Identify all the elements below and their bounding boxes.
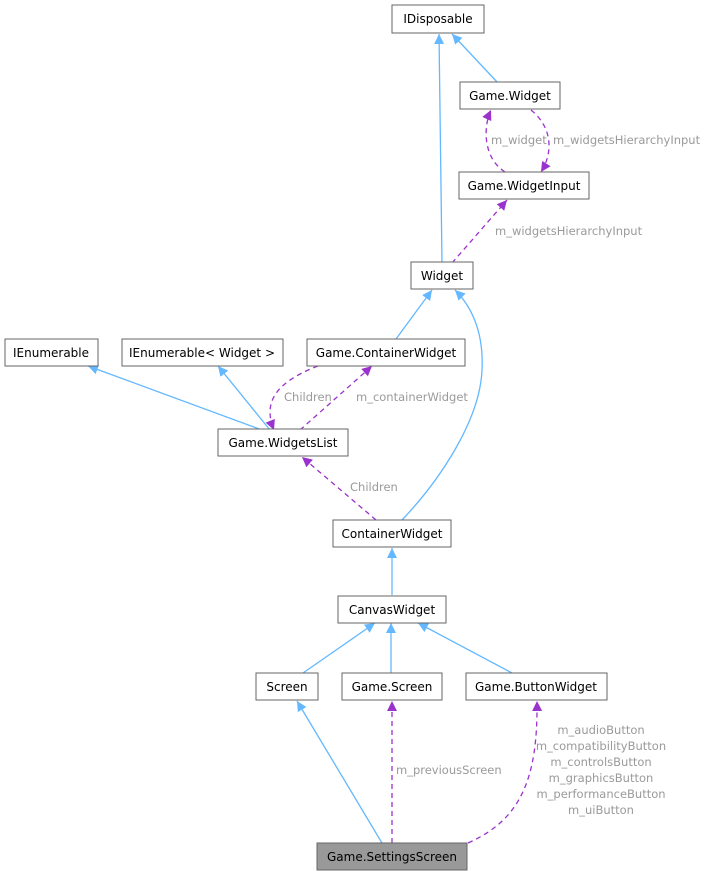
edge-labels: m_widget m_widgetsHierarchyInput m_widge… (284, 133, 701, 817)
node-game-button-widget-label: Game.ButtonWidget (475, 680, 597, 694)
node-game-screen[interactable]: Game.Screen (341, 672, 443, 701)
label-m-ui-button: m_uiButton (568, 803, 634, 817)
label-m-compatibility-button: m_compatibilityButton (536, 739, 666, 753)
edge-widget-to-idisposable (434, 33, 445, 264)
node-game-button-widget[interactable]: Game.ButtonWidget (465, 672, 608, 701)
edge-widgetslist-to-containerwidget (299, 365, 373, 431)
node-game-widget-input[interactable]: Game.WidgetInput (458, 171, 590, 200)
label-m-controls-button: m_controlsButton (550, 755, 651, 769)
node-idisposable[interactable]: IDisposable (391, 4, 485, 34)
inheritance-edges (87, 33, 513, 844)
label-m-performance-button: m_performanceButton (536, 787, 665, 801)
usage-edges (265, 109, 551, 844)
edge-settingsscreen-to-gamebuttonwidget (467, 700, 543, 844)
node-idisposable-label: IDisposable (403, 12, 472, 26)
node-screen[interactable]: Screen (255, 672, 319, 701)
edge-widget-to-widgetinput (451, 199, 508, 264)
node-container-widget-label: ContainerWidget (342, 527, 443, 541)
edge-containerwidget2-to-widgetslist-children (301, 456, 377, 521)
edge-gamewidget-self-m-widget (482, 109, 506, 173)
node-screen-label: Screen (266, 680, 307, 694)
edge-gamecontainerwidget-to-widget (395, 289, 433, 340)
label-m-container-widget: m_containerWidget (356, 390, 468, 404)
label-m-widgets-hierarchy-input-1: m_widgetsHierarchyInput (553, 133, 701, 147)
node-game-widget[interactable]: Game.Widget (459, 81, 561, 110)
label-children-1: Children (284, 390, 332, 404)
node-ienumerable-widget[interactable]: IEnumerable< Widget > (121, 338, 284, 367)
label-m-widgets-hierarchy-input-2: m_widgetsHierarchyInput (495, 224, 643, 238)
edge-settingsscreen-to-screen (296, 700, 383, 844)
node-widget-label: Widget (421, 269, 464, 283)
edge-containerwidget-to-widgetslist-children (265, 365, 319, 431)
node-ienumerable-label: IEnumerable (13, 346, 89, 360)
edge-containerwidget-to-widget (401, 289, 483, 521)
label-children-2: Children (350, 480, 398, 494)
node-game-settings-screen-label: Game.SettingsScreen (327, 850, 457, 864)
node-canvas-widget[interactable]: CanvasWidget (337, 595, 447, 624)
edge-widgetinput-to-gamewidget (530, 109, 551, 173)
node-ienumerable[interactable]: IEnumerable (4, 338, 99, 367)
node-game-settings-screen[interactable]: Game.SettingsScreen (316, 842, 468, 871)
node-game-widgets-list-label: Game.WidgetsList (228, 436, 337, 450)
node-game-container-widget-label: Game.ContainerWidget (316, 346, 457, 360)
node-container-widget[interactable]: ContainerWidget (332, 519, 452, 548)
edge-widgetslist-to-ienumerable (87, 364, 263, 431)
node-game-screen-label: Game.Screen (352, 680, 433, 694)
node-widget[interactable]: Widget (410, 261, 474, 290)
node-game-widget-label: Game.Widget (469, 89, 551, 103)
node-canvas-widget-label: CanvasWidget (349, 603, 436, 617)
edge-screen-to-canvaswidget (302, 622, 376, 674)
label-m-previous-screen: m_previousScreen (396, 763, 502, 777)
node-game-container-widget[interactable]: Game.ContainerWidget (306, 338, 466, 367)
node-game-widget-input-label: Game.WidgetInput (468, 179, 581, 193)
label-m-graphics-button: m_graphicsButton (549, 771, 654, 785)
edge-widgetslist-to-ienumerable-widget (217, 365, 271, 431)
edge-gamewidget-to-idisposable (451, 33, 499, 84)
edge-gamebuttonwidget-to-canvaswidget (417, 622, 513, 674)
label-m-audio-button: m_audioButton (557, 723, 644, 737)
node-ienumerable-widget-label: IEnumerable< Widget > (129, 346, 275, 360)
label-m-widget: m_widget (491, 133, 547, 147)
node-game-widgets-list[interactable]: Game.WidgetsList (217, 428, 349, 457)
